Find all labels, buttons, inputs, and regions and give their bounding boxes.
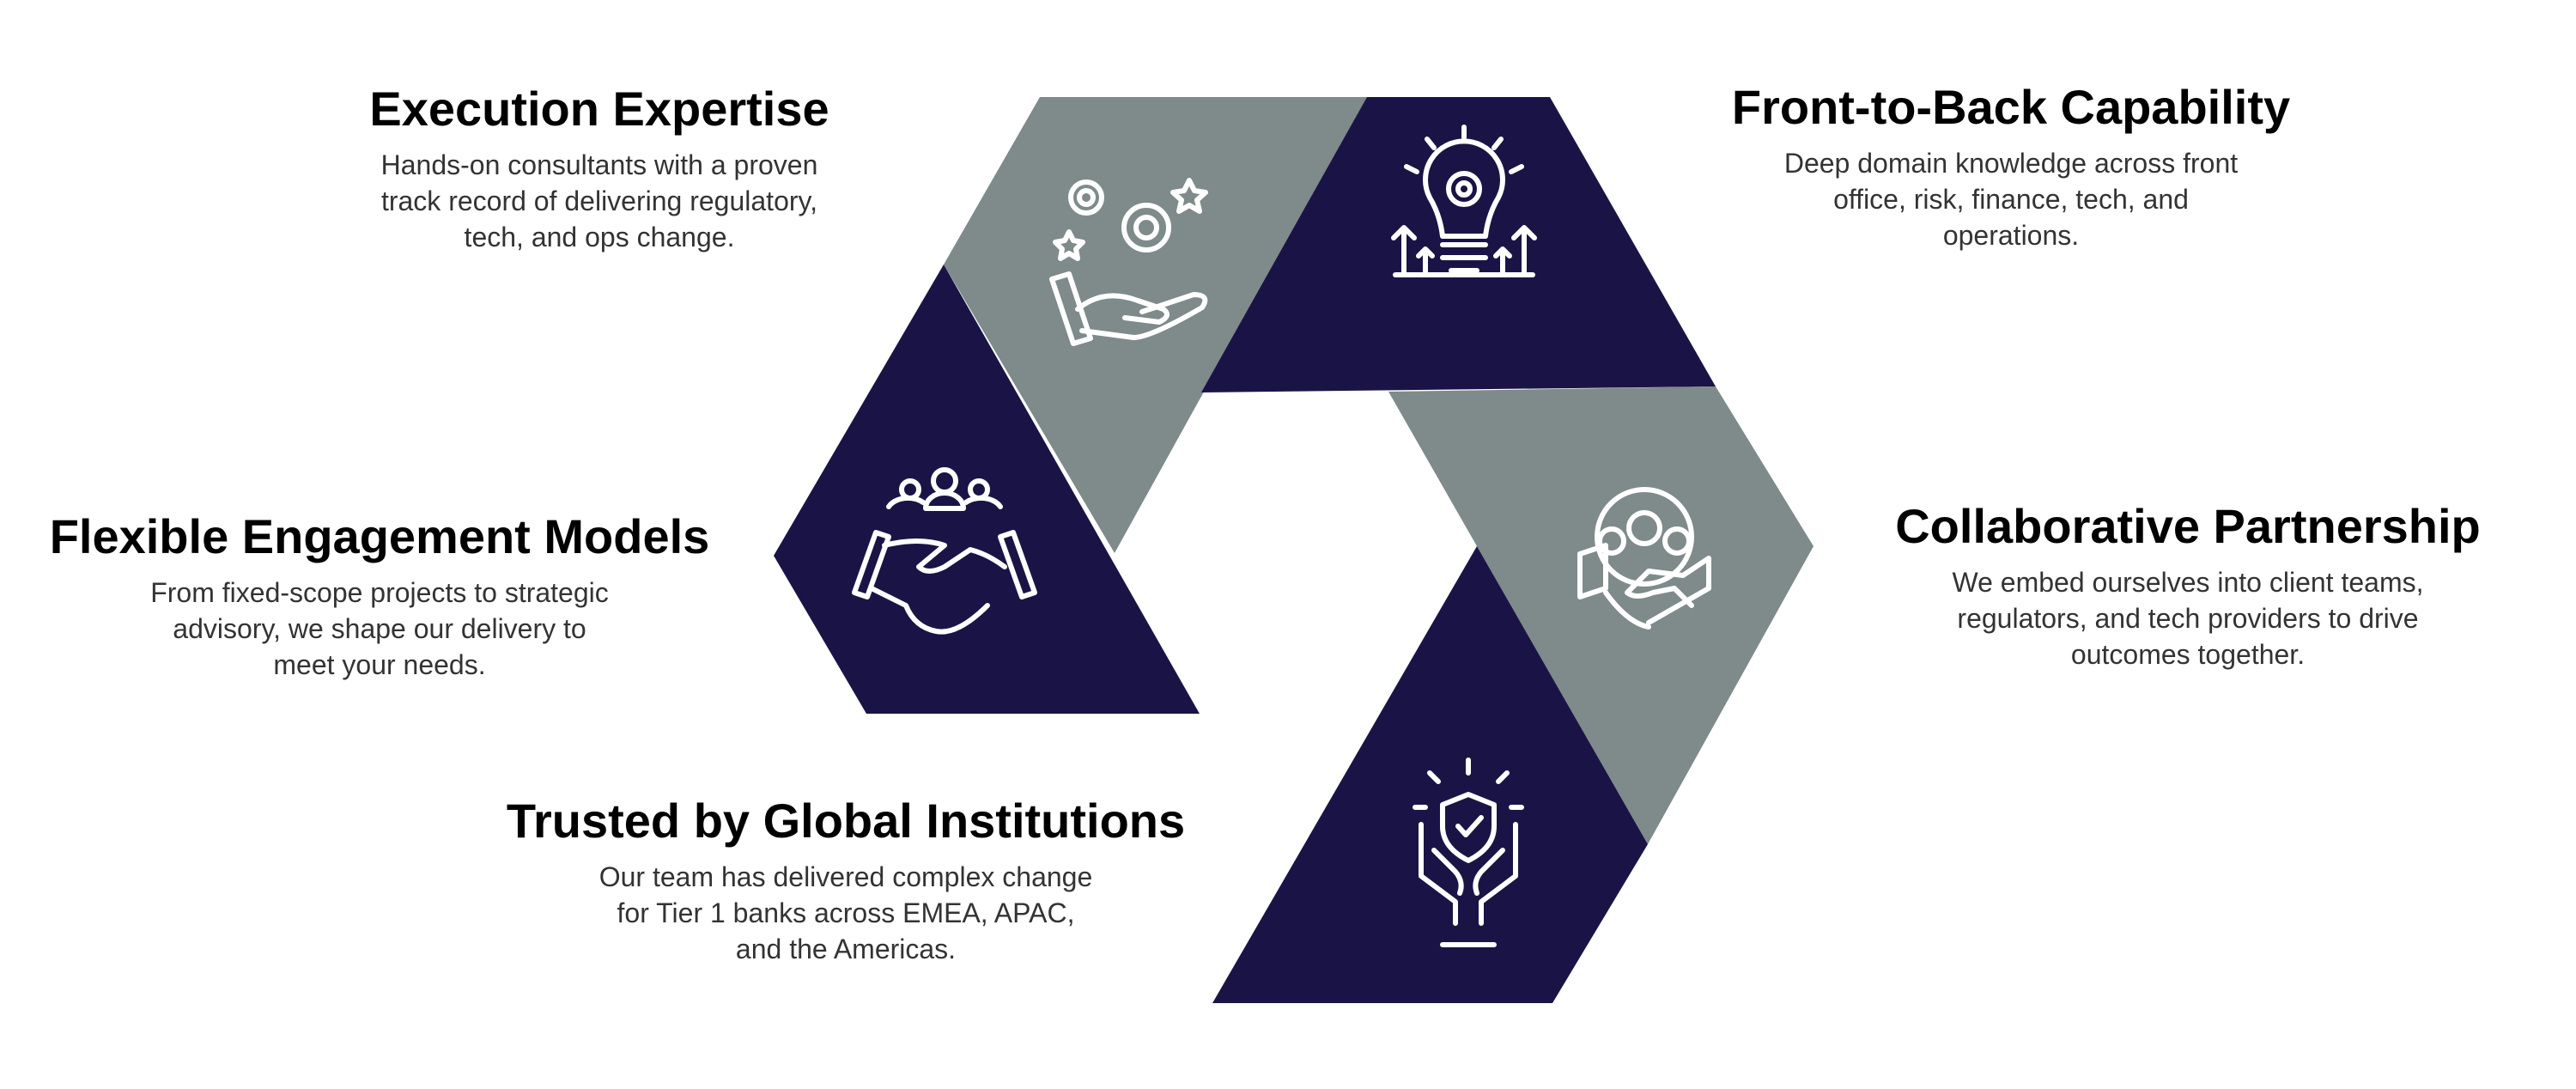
segment-execution	[944, 97, 1367, 553]
description-line: meet your needs.	[273, 649, 486, 680]
item-flexible-engagement: Flexible Engagement Models From fixed-sc…	[50, 509, 710, 683]
item-description: Our team has delivered complex change fo…	[507, 859, 1185, 967]
description-line: and the Americas.	[735, 934, 957, 964]
item-description: We embed ourselves into client teams, re…	[1895, 564, 2481, 672]
team-handshake-icon	[852, 467, 1037, 635]
item-title: Trusted by Global Institutions	[506, 794, 1186, 848]
item-title: Front-to-Back Capability	[1731, 80, 2291, 134]
description-line: for Tier 1 banks across EMEA, APAC,	[617, 897, 1075, 928]
description-line: Hands-on consultants with a proven	[380, 149, 818, 180]
gears-hand-icon	[1049, 178, 1208, 346]
item-title: Flexible Engagement Models	[49, 509, 710, 563]
description-line: Our team has delivered complex change	[598, 861, 1093, 892]
item-title: Execution Expertise	[369, 82, 829, 136]
lightbulb-gear-icon	[1391, 125, 1537, 277]
item-description: From fixed-scope projects to strategic a…	[50, 575, 710, 683]
item-description: Deep domain knowledge across front offic…	[1732, 145, 2290, 253]
description-line: advisory, we shape our delivery to	[173, 613, 586, 644]
description-line: track record of delivering regulatory,	[380, 186, 818, 216]
item-execution-expertise: Execution Expertise Hands-on consultants…	[369, 82, 829, 255]
description-line: office, risk, finance, tech, and	[1833, 184, 2189, 215]
description-line: Deep domain knowledge across front	[1783, 148, 2239, 179]
item-description: Hands-on consultants with a proven track…	[369, 147, 829, 255]
description-line: From fixed-scope projects to strategic	[150, 577, 609, 608]
shield-hands-icon	[1413, 757, 1524, 947]
description-line: tech, and ops change.	[464, 222, 735, 252]
description-line: regulators, and tech providers to drive	[1957, 603, 2419, 634]
item-collaborative-partnership: Collaborative Partnership We embed ourse…	[1895, 499, 2481, 672]
item-title: Collaborative Partnership	[1895, 499, 2481, 553]
partnership-icon	[1577, 487, 1711, 630]
item-front-to-back: Front-to-Back Capability Deep domain kno…	[1732, 80, 2290, 253]
description-line: operations.	[1942, 220, 2080, 251]
item-trusted-global: Trusted by Global Institutions Our team …	[507, 794, 1185, 967]
description-line: outcomes together.	[2070, 639, 2306, 670]
segment-collaborative	[1388, 386, 1814, 844]
description-line: We embed ourselves into client teams,	[1952, 567, 2424, 598]
